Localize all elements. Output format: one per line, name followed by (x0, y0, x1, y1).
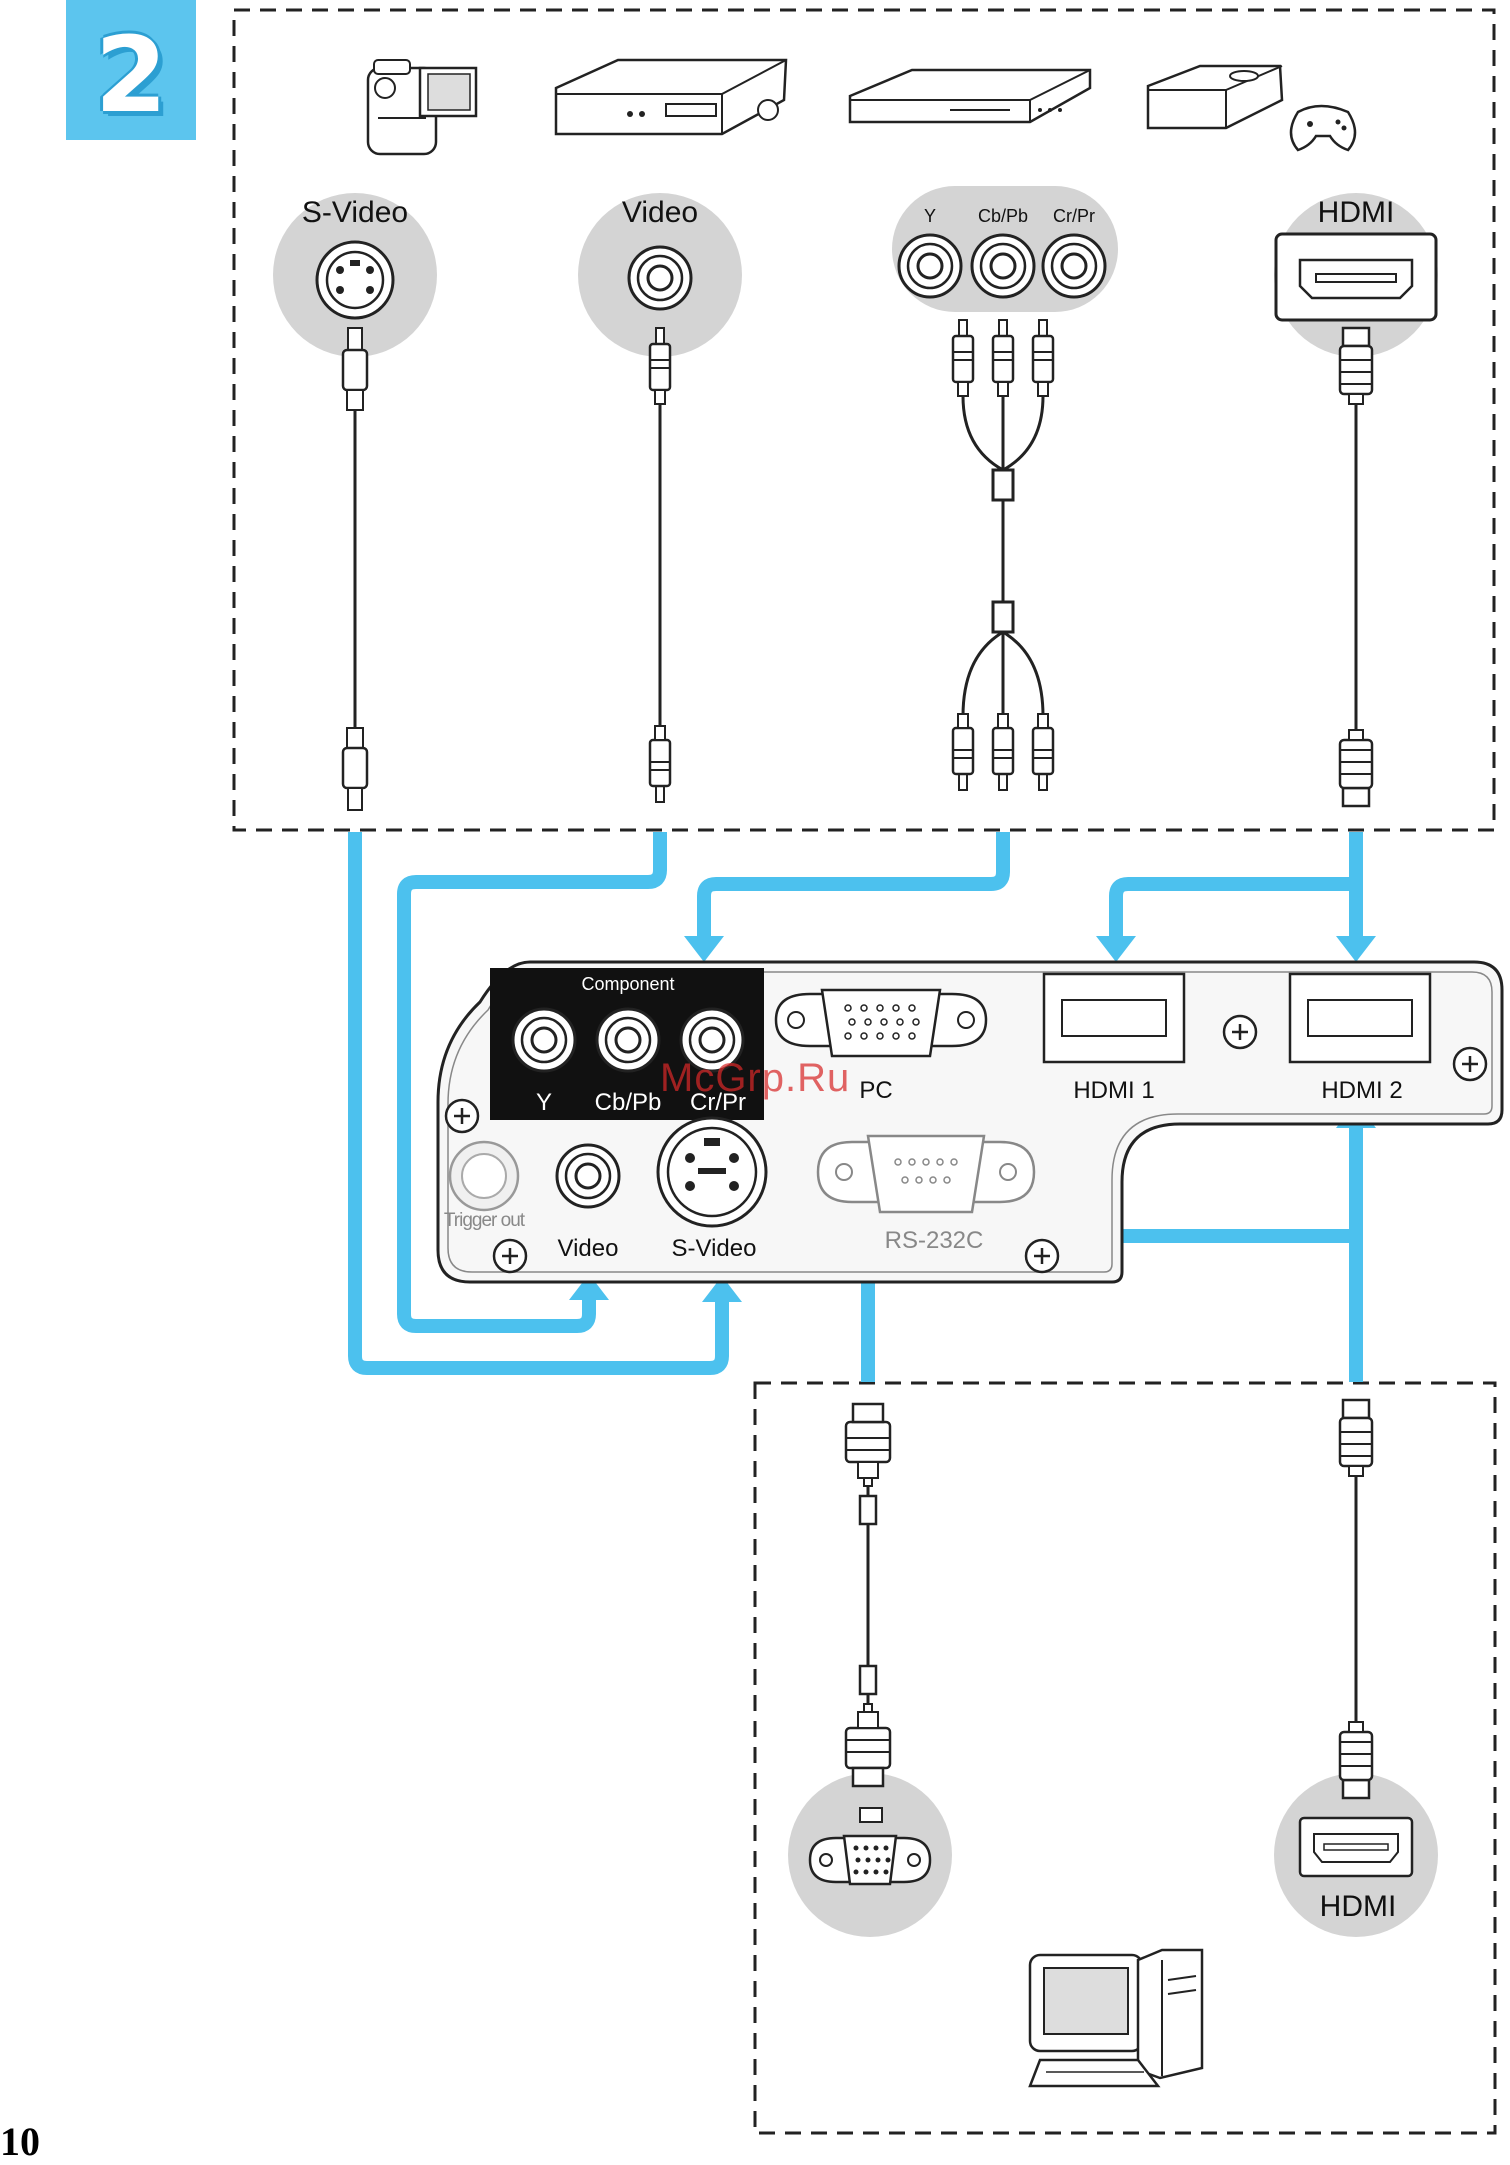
component-title: Component (581, 974, 674, 994)
panel-cb-label: Cb/Pb (595, 1089, 662, 1116)
svideo-jack-icon (317, 242, 393, 318)
source-component-cb-label: Cb/Pb (978, 206, 1028, 226)
panel-hdmi1-label: HDMI 1 (1073, 1077, 1154, 1104)
panel-video-label: Video (558, 1235, 619, 1262)
hdmi2-port-icon (1290, 974, 1430, 1062)
dvd-player-icon (850, 70, 1090, 122)
svideo-plug-bottom-icon (343, 728, 367, 810)
vga-plug-bottom-icon (846, 1704, 890, 1786)
computer-hdmi-port-icon (1300, 1818, 1412, 1876)
source-video-label: Video (622, 196, 698, 229)
panel-y-label: Y (536, 1089, 552, 1116)
camcorder-icon (368, 60, 476, 154)
rs232c-port-icon (818, 1136, 1034, 1212)
panel-hdmi2-label: HDMI 2 (1321, 1077, 1402, 1104)
hdmi-plug-bottom-icon (1340, 730, 1372, 806)
page-number: 10 (0, 2118, 40, 2165)
hdmi-plug-top-icon (1340, 328, 1372, 404)
computer-hdmi-label: HDMI (1320, 1890, 1397, 1923)
panel-trigger-out-label: Trigger out (444, 1210, 526, 1231)
vga-plug-top-icon (846, 1404, 890, 1486)
video-jack-icon (629, 247, 691, 309)
computer-hdmi-plug-top-icon (1340, 1400, 1372, 1476)
vcr-icon (556, 60, 786, 134)
panel-svideo-jack (658, 1118, 766, 1226)
source-svideo-label: S-Video (302, 196, 408, 229)
source-hdmi-label: HDMI (1318, 196, 1395, 229)
computer-hdmi-plug-bottom-icon (1340, 1722, 1372, 1798)
panel-video-jack (557, 1145, 619, 1207)
pc-port-icon (776, 990, 986, 1056)
hdmi1-port-icon (1044, 974, 1184, 1062)
desktop-computer-icon (1030, 1950, 1202, 2086)
component-cable (963, 396, 1043, 716)
video-plug-bottom-icon (650, 726, 670, 802)
component-jacks-icon (899, 235, 1105, 297)
panel-rs232c-label: RS-232C (885, 1227, 984, 1254)
game-console-icon (1148, 66, 1355, 150)
hdmi-jack-icon (1276, 234, 1436, 320)
source-component-y-label: Y (924, 206, 936, 226)
panel-svideo-label: S-Video (672, 1235, 757, 1262)
component-plugs-top-icon (953, 320, 1053, 396)
source-component-cr-label: Cr/Pr (1053, 206, 1095, 226)
watermark: McGrp.Ru (660, 1056, 850, 1101)
component-plugs-bottom-icon (953, 714, 1053, 790)
trigger-out-jack-icon (450, 1142, 518, 1210)
panel-pc-label: PC (859, 1077, 892, 1104)
